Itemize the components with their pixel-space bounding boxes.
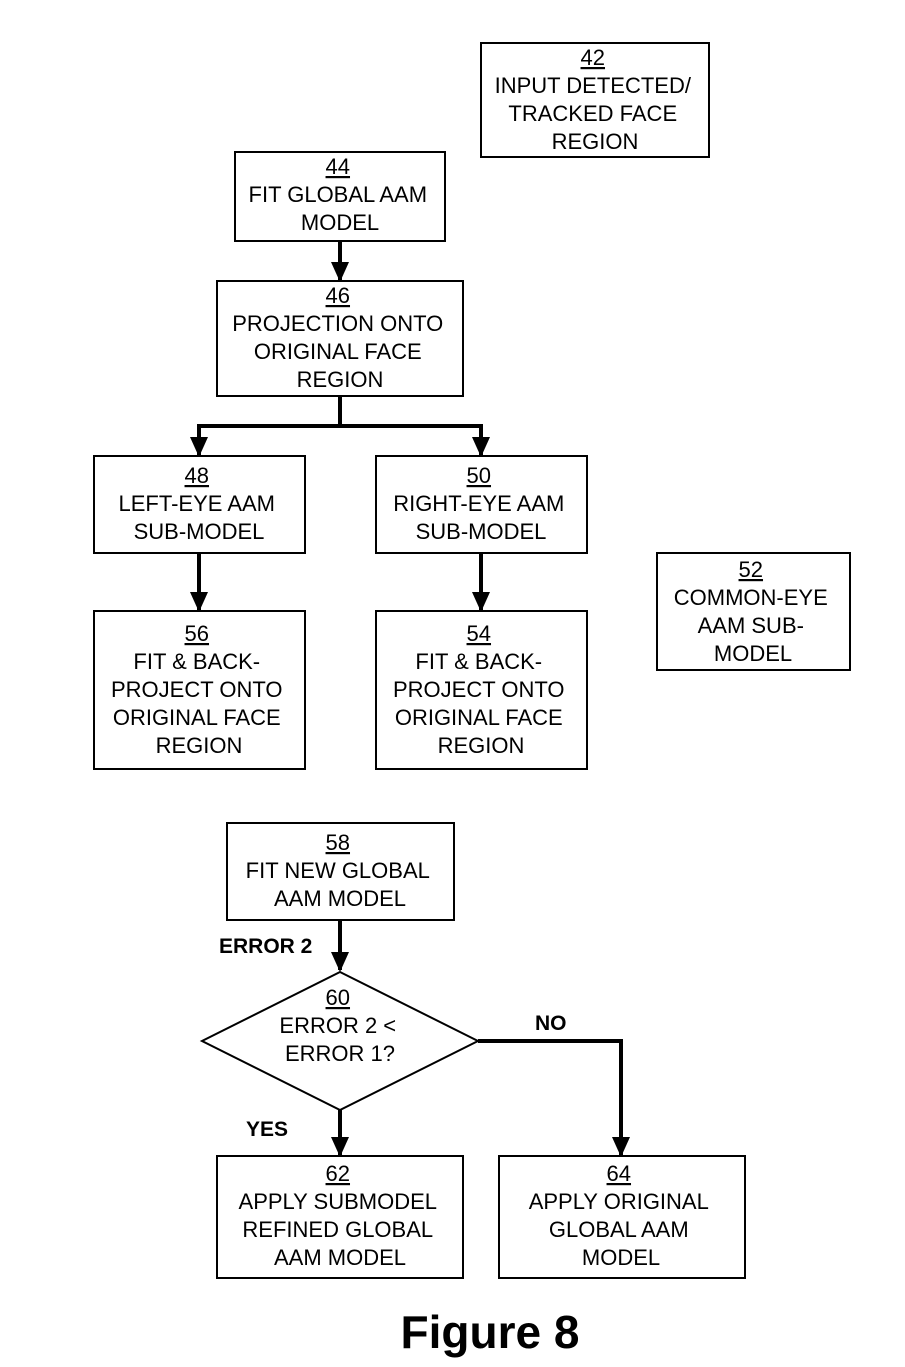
- node-56: 56 FIT & BACK- PROJECT ONTO ORIGINAL FAC…: [93, 610, 306, 770]
- node-56-line-4: REGION: [156, 733, 243, 758]
- node-54: 54 FIT & BACK- PROJECT ONTO ORIGINAL FAC…: [375, 610, 588, 770]
- svg-text:64 APPLY ORIGINAL: 64 APPLY ORIGINAL GLOBAL AAM MODEL: [529, 1161, 714, 1270]
- edge-label-no: NO: [535, 1012, 567, 1035]
- node-58-line-1: FIT NEW GLOBAL: [246, 858, 430, 883]
- node-58-ref: 58: [326, 830, 350, 855]
- node-56-line-1: FIT & BACK-: [133, 649, 260, 674]
- edge-label-error-2: ERROR 2: [219, 935, 312, 958]
- svg-text:46 PROJECTION ONTO: 46 PROJECTION ONTO ORIGINAL FACE REGION: [232, 283, 448, 392]
- edge-label-yes: YES: [246, 1118, 288, 1141]
- node-42-ref: 42: [581, 45, 605, 70]
- node-48-line-2: SUB-MODEL: [134, 519, 265, 544]
- node-54-line-2: PROJECT ONTO: [393, 677, 565, 702]
- svg-text:44 FIT GLOBAL AAM: 44 FIT GLOBAL AAM MODEL: [249, 154, 432, 235]
- node-54-line-3: ORIGINAL FACE: [395, 705, 563, 730]
- figure-title: Figure 8: [401, 1306, 580, 1358]
- node-50-line-2: SUB-MODEL: [416, 519, 547, 544]
- node-44-line-1: FIT GLOBAL AAM: [249, 182, 428, 207]
- svg-text:50 RIGHT-EYE AAM S: 50 RIGHT-EYE AAM SUB-MODEL: [393, 463, 569, 544]
- node-42: 42 INPUT DETECTED/ TRACKED FACE REGION: [480, 42, 710, 158]
- node-54-line-4: REGION: [438, 733, 525, 758]
- node-64: 64 APPLY ORIGINAL GLOBAL AAM MODEL: [498, 1155, 746, 1279]
- svg-text:62 APPLY SUBMODEL: 62 APPLY SUBMODEL REFINED GLOBAL AAM MOD…: [239, 1161, 442, 1270]
- node-46-line-3: REGION: [297, 367, 384, 392]
- node-46-ref: 46: [326, 283, 350, 308]
- node-64-line-1: APPLY ORIGINAL: [529, 1189, 709, 1214]
- svg-text:52 COMMON-EYE AAM: 52 COMMON-EYE AAM SUB- MODEL: [674, 557, 832, 666]
- node-58-line-2: AAM MODEL: [274, 886, 406, 911]
- svg-text:48 LEFT-EYE AAM SU: 48 LEFT-EYE AAM SUB-MODEL: [119, 463, 280, 544]
- node-48-line-1: LEFT-EYE AAM: [119, 491, 276, 516]
- node-54-ref: 54: [467, 621, 491, 646]
- arrow-60-to-64: [478, 1039, 630, 1157]
- node-64-ref: 64: [607, 1161, 631, 1186]
- node-64-line-3: MODEL: [582, 1245, 660, 1270]
- node-42-line-3: REGION: [552, 129, 639, 154]
- node-42-line-1: INPUT DETECTED/: [495, 73, 692, 98]
- node-44: 44 FIT GLOBAL AAM MODEL: [234, 151, 446, 242]
- node-48: 48 LEFT-EYE AAM SUB-MODEL: [93, 455, 306, 554]
- node-46: 46 PROJECTION ONTO ORIGINAL FACE REGION: [216, 280, 464, 397]
- node-56-ref: 56: [185, 621, 209, 646]
- split-46-to-48-50: [199, 396, 481, 428]
- node-60-line-1: ERROR 2 <: [279, 1013, 396, 1038]
- node-60-ref: 60: [326, 985, 350, 1010]
- node-46-line-2: ORIGINAL FACE: [254, 339, 422, 364]
- node-62-ref: 62: [326, 1161, 350, 1186]
- node-48-ref: 48: [185, 463, 209, 488]
- node-62-line-2: REFINED GLOBAL: [242, 1217, 433, 1242]
- connectors: [190, 241, 630, 1157]
- node-52-line-1: COMMON-EYE: [674, 585, 828, 610]
- node-56-line-3: ORIGINAL FACE: [113, 705, 281, 730]
- node-62: 62 APPLY SUBMODEL REFINED GLOBAL AAM MOD…: [216, 1155, 464, 1279]
- node-56-line-2: PROJECT ONTO: [111, 677, 283, 702]
- node-52-ref: 52: [739, 557, 763, 582]
- node-60-decision: 60 ERROR 2 < ERROR 1?: [199, 970, 481, 1112]
- node-50: 50 RIGHT-EYE AAM SUB-MODEL: [375, 455, 588, 554]
- node-60-line-2: ERROR 1?: [285, 1041, 395, 1066]
- node-42-line-2: TRACKED FACE: [508, 101, 677, 126]
- svg-text:58 FIT NEW GLOBAL: 58 FIT NEW GLOBAL AAM MODEL: [246, 830, 435, 911]
- node-62-line-1: APPLY SUBMODEL: [239, 1189, 437, 1214]
- node-52-line-3: MODEL: [714, 641, 792, 666]
- svg-text:42 INPUT DETECTED/: 42 INPUT DETECTED/ TRACKED FACE REGION: [495, 45, 696, 154]
- node-62-line-3: AAM MODEL: [274, 1245, 406, 1270]
- node-64-line-2: GLOBAL AAM: [549, 1217, 689, 1242]
- node-58: 58 FIT NEW GLOBAL AAM MODEL: [226, 822, 455, 921]
- node-50-line-1: RIGHT-EYE AAM: [393, 491, 564, 516]
- node-54-line-1: FIT & BACK-: [415, 649, 542, 674]
- node-52: 52 COMMON-EYE AAM SUB- MODEL: [656, 552, 851, 671]
- node-50-ref: 50: [467, 463, 491, 488]
- node-46-line-1: PROJECTION ONTO: [232, 311, 443, 336]
- node-44-line-2: MODEL: [301, 210, 379, 235]
- node-44-ref: 44: [326, 154, 350, 179]
- svg-text:54 FIT & BACK- PRO: 54 FIT & BACK- PROJECT ONTO ORIGINAL FAC…: [393, 621, 569, 758]
- svg-text:56 FIT & BACK- PRO: 56 FIT & BACK- PROJECT ONTO ORIGINAL FAC…: [111, 621, 287, 758]
- svg-text:60 ERROR 2 < ERROR: 60 ERROR 2 < ERROR 1?: [279, 985, 400, 1066]
- node-52-line-2: AAM SUB-: [698, 613, 804, 638]
